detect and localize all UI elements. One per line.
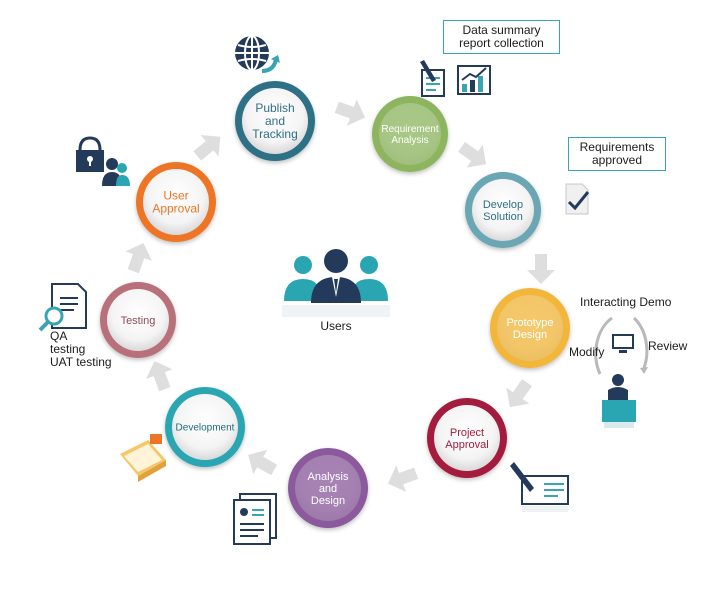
node-highlight — [379, 103, 441, 165]
requirements-approved-line2: approved — [591, 153, 643, 167]
node-label: and — [265, 114, 285, 128]
node-label: Analysis — [391, 135, 428, 146]
flow-arrow — [506, 379, 532, 408]
node-label: Solution — [483, 211, 523, 223]
node-label: Requirement — [381, 124, 438, 135]
qa-testing-label: QA testing UAT testing — [50, 330, 112, 369]
node-label: Design — [513, 329, 547, 341]
node-label: Approval — [445, 439, 488, 451]
node-label: Tracking — [252, 127, 298, 141]
node-testing: Testing — [100, 282, 176, 358]
node-highlight — [497, 295, 563, 361]
flow-arrow — [146, 360, 173, 392]
chart-icon — [420, 60, 491, 97]
node-center — [434, 405, 500, 471]
flow-arrows — [125, 99, 555, 492]
node-label: User — [163, 189, 188, 203]
node-label: Analysis — [308, 471, 349, 483]
node-center — [242, 88, 308, 154]
users-icon — [282, 249, 390, 317]
globe-icon — [235, 35, 280, 73]
data-summary-line1: Data summary — [462, 23, 541, 37]
presenter-icon — [594, 316, 649, 428]
resume-icon — [233, 493, 277, 545]
qa-line2: testing — [50, 342, 86, 356]
review-label: Review — [648, 339, 688, 353]
requirements-approved-line1: Requirements — [579, 140, 655, 154]
flow-arrow — [125, 242, 152, 274]
signing-icon — [510, 462, 569, 512]
qa-line1: QA — [50, 329, 68, 343]
node-label: and — [319, 483, 337, 495]
node-label: Design — [311, 495, 345, 507]
data-summary-box: Data summary report collection — [443, 20, 560, 54]
document-check-icon — [565, 183, 590, 215]
node-highlight — [295, 455, 361, 521]
modify-label: Modify — [569, 345, 605, 359]
interacting-demo-label: Interacting Demo — [580, 295, 672, 309]
flow-arrow — [248, 449, 278, 476]
node-label: Approval — [152, 202, 199, 216]
node-center — [172, 394, 238, 460]
flow-arrow — [334, 99, 366, 126]
qa-line3: UAT testing — [50, 355, 112, 369]
node-center — [143, 169, 209, 235]
data-summary-line2: report collection — [459, 36, 544, 50]
node-label: Prototype — [506, 317, 553, 329]
node-label: Development — [176, 423, 235, 434]
node-label: Develop — [483, 199, 523, 211]
flow-arrow — [193, 134, 221, 161]
center-label: Users — [320, 319, 351, 333]
flow-arrow — [387, 465, 419, 492]
node-center — [472, 179, 534, 241]
lock-users-icon — [76, 136, 130, 186]
flow-arrow — [527, 254, 555, 284]
node-label: Testing — [121, 315, 156, 327]
requirements-approved-box: Requirements approved — [568, 137, 666, 171]
node-label: Project — [450, 427, 484, 439]
flow-arrow — [458, 142, 487, 168]
node-center — [107, 289, 169, 351]
node-development: Development — [165, 387, 245, 467]
search-document-icon — [38, 283, 87, 332]
node-label: Publish — [255, 101, 294, 115]
code-window-icon — [120, 434, 166, 482]
